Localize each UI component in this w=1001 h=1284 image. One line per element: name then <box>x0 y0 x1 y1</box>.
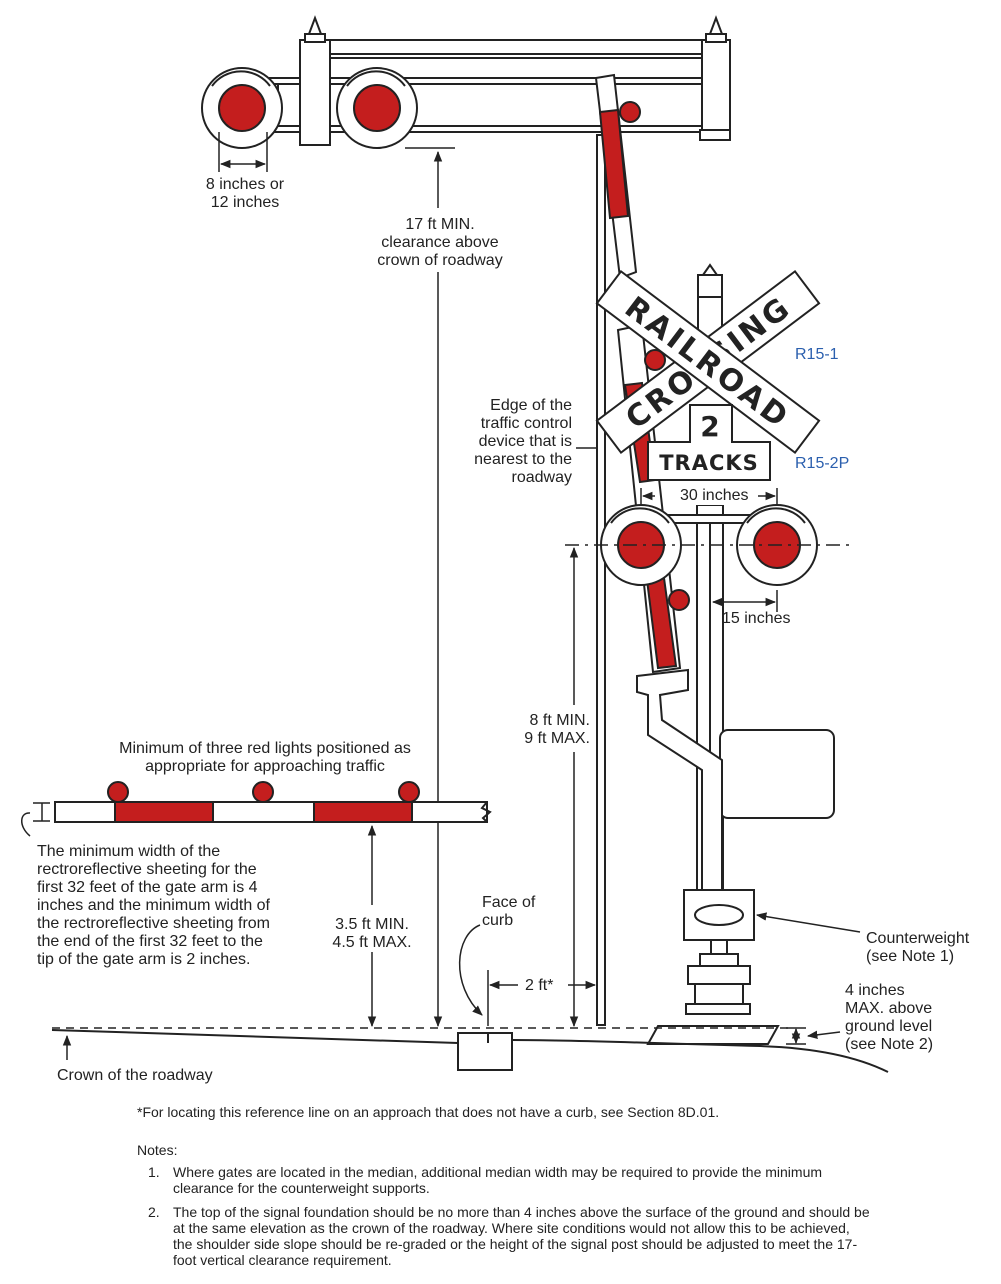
note-text: Where gates are located in the median, a… <box>173 1164 823 1196</box>
lens-size-label: 8 inches or 12 inches <box>205 176 285 211</box>
side-light-left <box>600 504 682 586</box>
face-of-curb-leader <box>458 924 483 1016</box>
raised-gate-arm <box>594 73 641 280</box>
three-lights-label: Minimum of three red lights positioned a… <box>119 740 411 775</box>
dimension-2-ft <box>487 970 597 1026</box>
lens-size-dimension <box>218 132 268 172</box>
counterweight-label: Counterweight (see Note 1) <box>866 930 970 965</box>
note-2: 2. The top of the signal foundation shou… <box>148 1204 888 1270</box>
tracks-plaque: 2 TRACKS <box>647 404 771 481</box>
sheeting-note-label: The minimum width of the rectroreflectiv… <box>37 843 270 968</box>
dimension-30-inches <box>640 488 778 505</box>
roadway-and-ground <box>51 1029 889 1073</box>
height-35-45-label: 3.5 ft MIN. 4.5 ft MAX. <box>322 916 422 952</box>
crown-label: Crown of the roadway <box>57 1067 213 1084</box>
four-inches-label: 4 inches MAX. above ground level (see No… <box>845 982 934 1053</box>
dimension-15-inches <box>709 590 778 612</box>
thirty-inches-label: 30 inches <box>678 487 751 505</box>
cantilever-light-left <box>201 67 283 149</box>
sign-code-r15-1: R15-1 <box>795 346 839 363</box>
clearance-17ft-dimension <box>405 147 455 1028</box>
note-number: 2. <box>148 1204 160 1220</box>
notes-title: Notes: <box>137 1142 178 1158</box>
face-of-curb-label: Face of curb <box>482 894 536 929</box>
edge-device-label: Edge of the traffic control device that … <box>474 397 572 486</box>
gate-mechanism <box>636 668 780 1045</box>
footnote: *For locating this reference line on an … <box>137 1104 720 1120</box>
sign-code-r15-2p: R15-2P <box>795 455 850 472</box>
sheeting-width-bracket <box>21 802 50 837</box>
note-number: 1. <box>148 1164 160 1180</box>
two-ft-label: 2 ft* <box>525 977 554 994</box>
clearance-17ft-label: 17 ft MIN. clearance above crown of road… <box>377 216 503 269</box>
note-1: 1. Where gates are located in the median… <box>148 1164 888 1198</box>
counterweight-leader <box>755 912 861 933</box>
note-text: The top of the signal foundation should … <box>173 1204 870 1268</box>
horizontal-gate-arm <box>54 781 492 823</box>
cantilever-light-right <box>336 67 418 149</box>
plaque-number: 2 <box>700 410 719 443</box>
height-8-9-label: 8 ft MIN. 9 ft MAX. <box>490 712 590 748</box>
dimension-4-inches <box>786 1027 841 1045</box>
fifteen-inches-label: 15 inches <box>722 610 791 627</box>
plaque-word: TRACKS <box>659 451 759 475</box>
